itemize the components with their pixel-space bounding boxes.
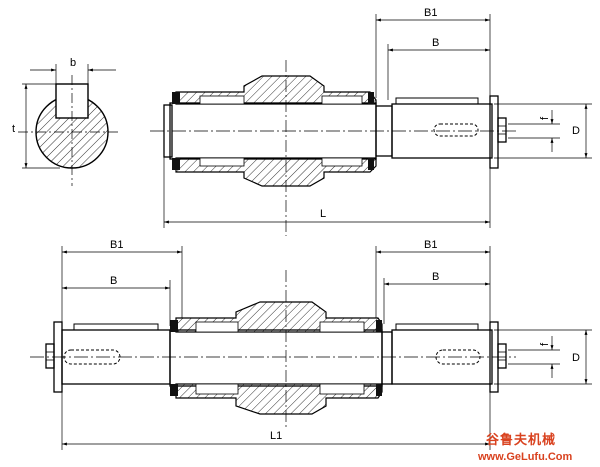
- label-B-top: B: [432, 37, 439, 49]
- label-D-bottom: D: [572, 352, 580, 364]
- watermark-name: 谷鲁夫机械: [486, 432, 556, 448]
- label-B-left: B: [110, 275, 117, 287]
- label-B-right: B: [432, 271, 439, 283]
- dimension-B1-top: B1: [375, 7, 491, 98]
- label-L: L: [320, 208, 326, 220]
- label-f-bottom: f: [539, 342, 551, 346]
- label-B1-left: B1: [110, 239, 123, 251]
- label-L1: L1: [270, 430, 282, 442]
- watermark-url: www.GeLufu.Com: [477, 451, 573, 463]
- watermark: 谷鲁夫机械 www.GeLufu.Com: [477, 432, 573, 463]
- dimension-D-bottom: D: [494, 329, 592, 385]
- dimension-L: L: [163, 157, 491, 228]
- dimension-B-right: B: [383, 271, 490, 324]
- top-shaft-assembly: [150, 60, 516, 236]
- shaft-cross-section: [18, 75, 120, 186]
- label-B1-top: B1: [424, 7, 437, 19]
- dimension-f-top: f: [508, 110, 560, 152]
- dimension-B1-left: B1: [61, 239, 183, 328]
- dimension-f-bottom: f: [508, 336, 560, 378]
- dimension-L1: L1: [61, 390, 491, 450]
- dimension-b: b: [30, 57, 116, 84]
- label-B1-right: B1: [424, 239, 437, 251]
- dimension-t: t: [12, 83, 60, 169]
- bottom-shaft-assembly: [30, 270, 516, 428]
- dimension-B-top: B: [387, 37, 490, 100]
- label-t: t: [12, 123, 15, 135]
- label-D-top: D: [572, 125, 580, 137]
- dimension-D-top: D: [494, 103, 592, 159]
- label-f-top: f: [539, 116, 551, 120]
- label-b: b: [70, 57, 76, 69]
- dimension-B-left: B: [62, 275, 171, 326]
